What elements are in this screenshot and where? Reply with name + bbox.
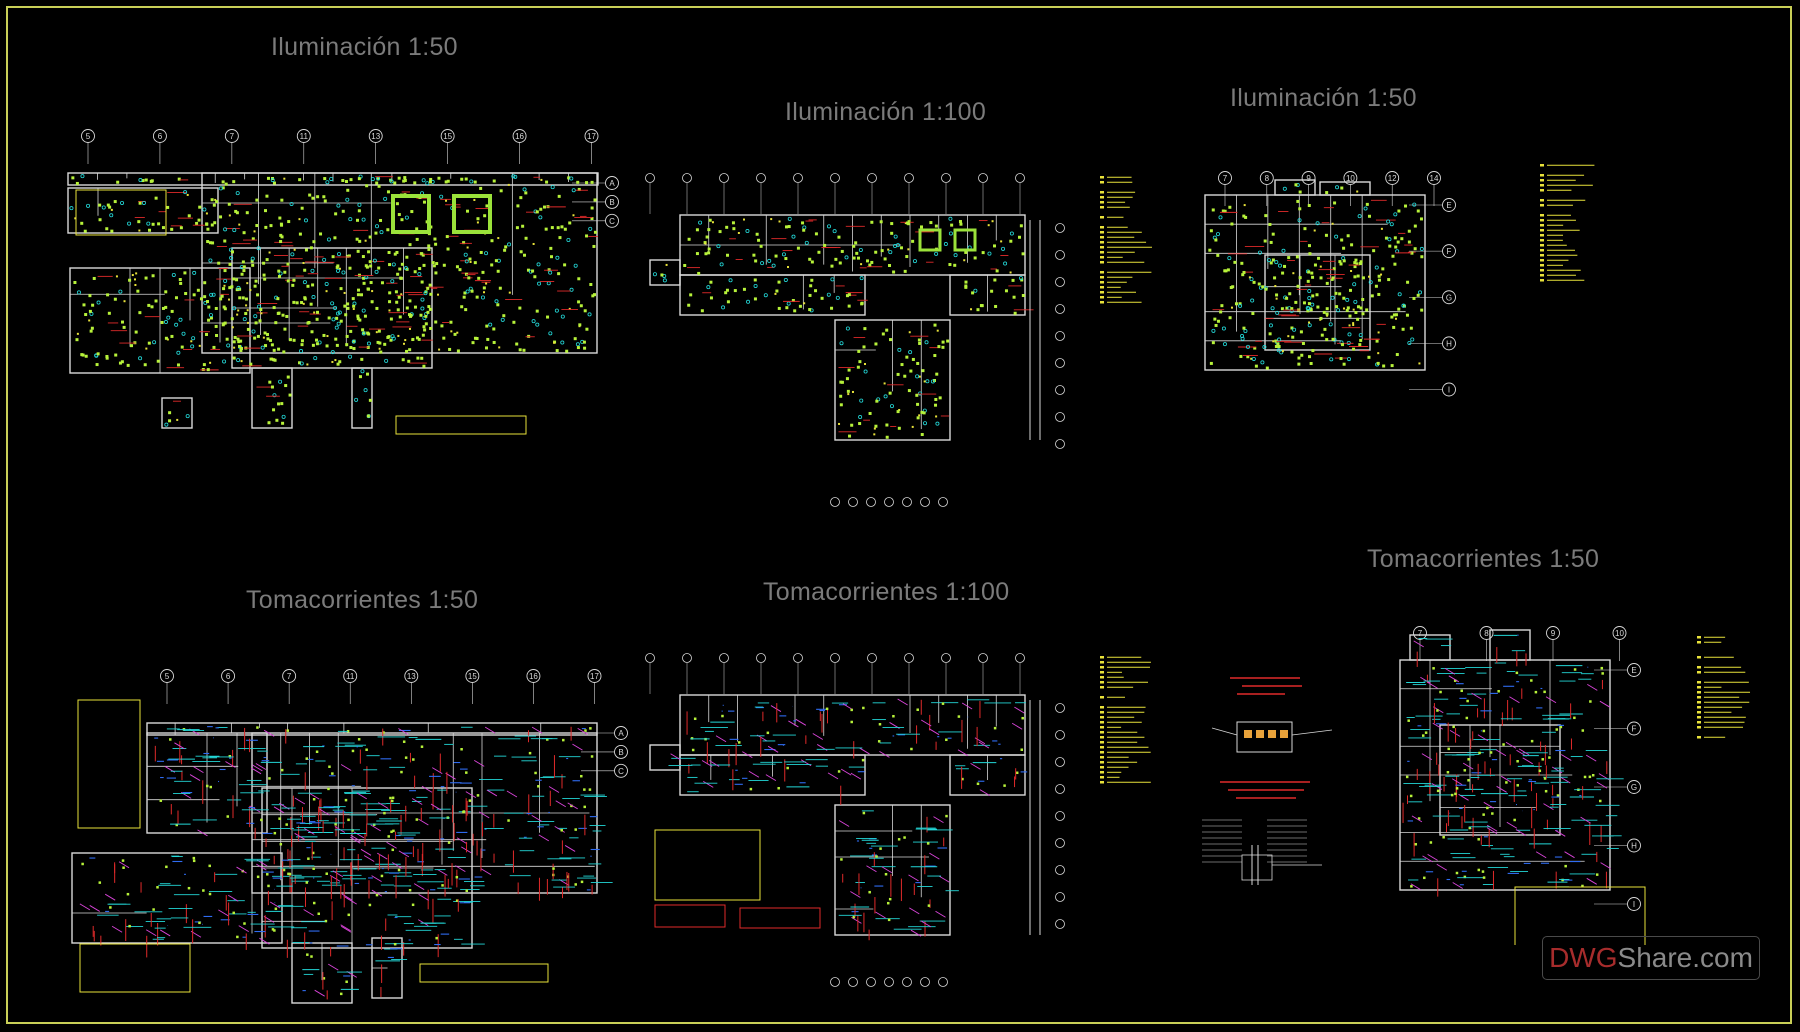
grid-axis-label: I	[1633, 900, 1635, 909]
title-tomacorrientes-1-50-right: Tomacorrientes 1:50	[1367, 545, 1600, 573]
grid-axis-label: 7	[230, 132, 235, 141]
legend-iluminacion-1-100	[1098, 172, 1158, 312]
grid-axis-label: 8	[1484, 629, 1489, 638]
grid-axis-label: H	[1631, 842, 1637, 851]
legend-tomacorrientes-1-50-right	[1695, 632, 1765, 742]
title-iluminacion-1-100: Iluminación 1:100	[785, 98, 987, 126]
grid-axis-label: G	[1446, 293, 1452, 302]
legend-tomacorrientes-1-100	[1098, 652, 1158, 792]
grid-axis-label: 15	[443, 132, 452, 141]
grid-axis-label: 14	[1430, 174, 1439, 183]
grid-axis-label: B	[609, 198, 614, 207]
grid-axis-label: 16	[529, 672, 538, 681]
grid-axis-label: I	[1448, 386, 1450, 395]
grid-axis-label: B	[618, 748, 623, 757]
installation-details	[1192, 670, 1362, 890]
drawing-frame	[6, 6, 1792, 1024]
grid-axis-label: A	[609, 179, 615, 188]
grid-axis-label: C	[609, 217, 615, 226]
grid-axis-label: 13	[407, 672, 416, 681]
grid-axis-label: E	[1631, 666, 1636, 675]
grid-axis-label: G	[1631, 783, 1637, 792]
floor-plan-iluminacion-1-100	[640, 170, 1070, 510]
grid-axis-label: 10	[1615, 629, 1624, 638]
grid-axis-label: 7	[1223, 174, 1228, 183]
grid-axis-label: 11	[346, 672, 355, 681]
watermark-part-2: Share.com	[1617, 942, 1753, 973]
grid-axis-label: 5	[165, 672, 170, 681]
title-tomacorrientes-1-100: Tomacorrientes 1:100	[763, 578, 1010, 606]
grid-axis-label: 5	[86, 132, 91, 141]
grid-axis-label: 17	[587, 132, 596, 141]
grid-axis-label: 15	[468, 672, 477, 681]
grid-axis-label: H	[1446, 339, 1452, 348]
grid-axis-label: 13	[371, 132, 380, 141]
grid-axis-label: F	[1632, 725, 1637, 734]
watermark-logo: DWGShare.com	[1542, 936, 1760, 980]
title-iluminacion-1-50-left: Iluminación 1:50	[271, 33, 458, 61]
grid-axis-label: 10	[1346, 174, 1355, 183]
grid-axis-label: 6	[158, 132, 163, 141]
title-iluminacion-1-50-right: Iluminación 1:50	[1230, 84, 1417, 112]
grid-axis-label: 16	[515, 132, 524, 141]
grid-axis-label: 6	[226, 672, 231, 681]
grid-axis-label: 11	[300, 132, 309, 141]
grid-axis-label: 7	[287, 672, 292, 681]
title-tomacorrientes-1-50-left: Tomacorrientes 1:50	[246, 586, 479, 614]
grid-axis-label: 8	[1265, 174, 1270, 183]
watermark-part-1: DWG	[1549, 942, 1618, 973]
grid-axis-label: F	[1447, 247, 1452, 256]
grid-axis-label: 9	[1551, 629, 1556, 638]
legend-iluminacion-1-50-right	[1538, 160, 1598, 290]
grid-axis-label: 7	[1418, 629, 1423, 638]
grid-axis-label: 9	[1306, 174, 1311, 183]
grid-axis-label: C	[618, 767, 624, 776]
grid-axis-label: A	[618, 729, 624, 738]
grid-axis-label: 17	[590, 672, 599, 681]
grid-axis-label: 12	[1388, 174, 1397, 183]
floor-plan-tomacorrientes-1-100	[640, 650, 1070, 990]
grid-axis-label: E	[1446, 201, 1451, 210]
